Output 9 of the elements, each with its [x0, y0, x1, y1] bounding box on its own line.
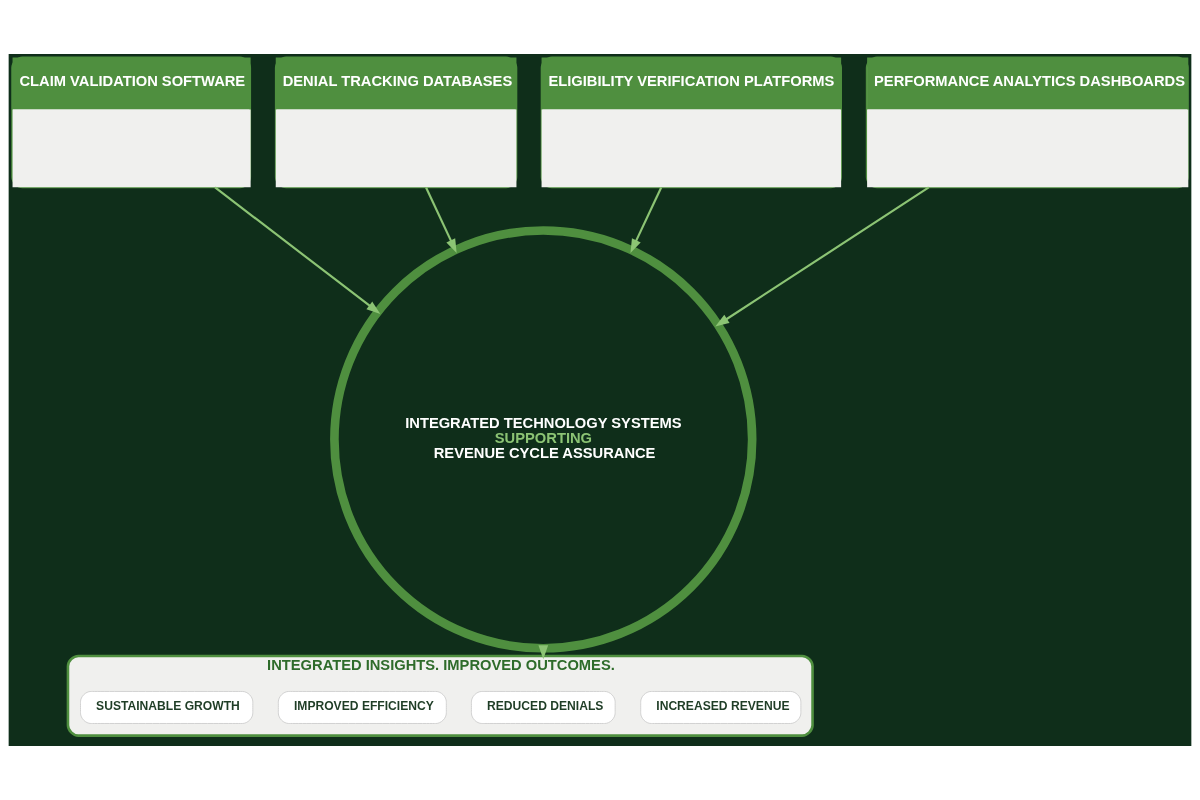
arrow	[425, 187, 457, 253]
arrow	[715, 186, 930, 327]
arrow	[630, 187, 663, 253]
node-box: REDUCED DENIALS	[471, 691, 616, 724]
node-box: INCREASED REVENUE	[640, 691, 802, 724]
node-box: IMPROVED EFFICIENCY	[277, 691, 447, 724]
arrow	[214, 186, 381, 314]
node-box: SUSTAINABLE GROWTH	[80, 691, 254, 724]
node-circle: INTEGRATED TECHNOLOGY SYSTEMS SUPPORTING REVENUE CYCLE ASSURANCE	[330, 226, 757, 653]
